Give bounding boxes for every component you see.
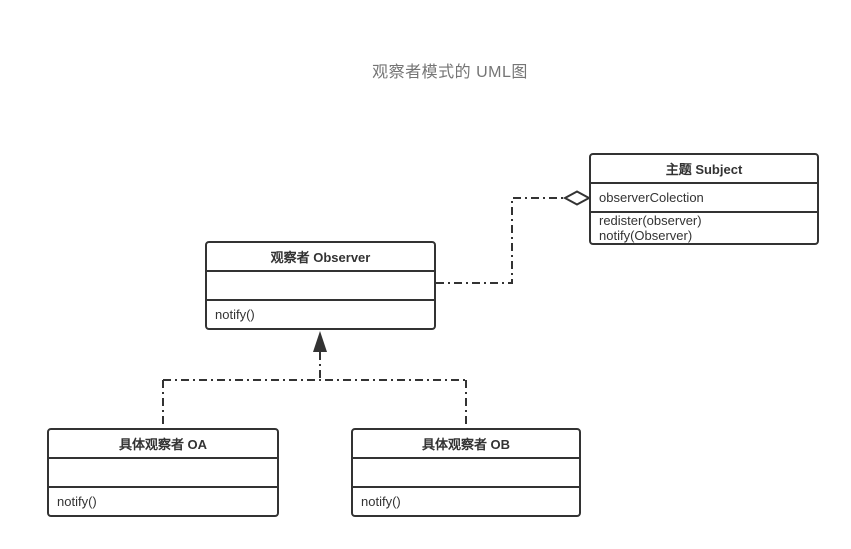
class-method: notify() <box>361 494 401 509</box>
class-box-subject: 主题 Subject observerColection redister(ob… <box>589 153 819 245</box>
class-methods-section: redister(observer) notify(Observer) <box>591 213 817 243</box>
class-methods-section: notify() <box>207 301 434 328</box>
class-box-concrete-ob: 具体观察者 OB notify() <box>351 428 581 517</box>
class-method: notify() <box>57 494 97 509</box>
inheritance-arrow-icon <box>313 331 327 352</box>
class-name: 具体观察者 OA <box>49 430 277 459</box>
aggregation-connector <box>436 190 592 284</box>
class-method: notify() <box>215 307 255 322</box>
class-name: 具体观察者 OB <box>353 430 579 459</box>
diagram-title: 观察者模式的 UML图 <box>372 64 528 81</box>
class-methods-section: notify() <box>353 488 579 515</box>
class-attributes-section <box>353 459 579 488</box>
class-box-observer: 观察者 Observer notify() <box>205 241 436 330</box>
class-attributes-section: observerColection <box>591 184 817 213</box>
class-methods-section: notify() <box>49 488 277 515</box>
class-box-concrete-oa: 具体观察者 OA notify() <box>47 428 279 517</box>
class-name: 主题 Subject <box>591 155 817 184</box>
class-attributes-section <box>207 272 434 301</box>
class-attributes-section <box>49 459 277 488</box>
class-method: redister(observer) <box>599 213 702 228</box>
aggregation-diamond-icon <box>562 190 592 206</box>
inheritance-connector <box>162 331 467 427</box>
class-method: notify(Observer) <box>599 228 693 243</box>
class-attribute: observerColection <box>599 190 704 205</box>
class-name: 观察者 Observer <box>207 243 434 272</box>
